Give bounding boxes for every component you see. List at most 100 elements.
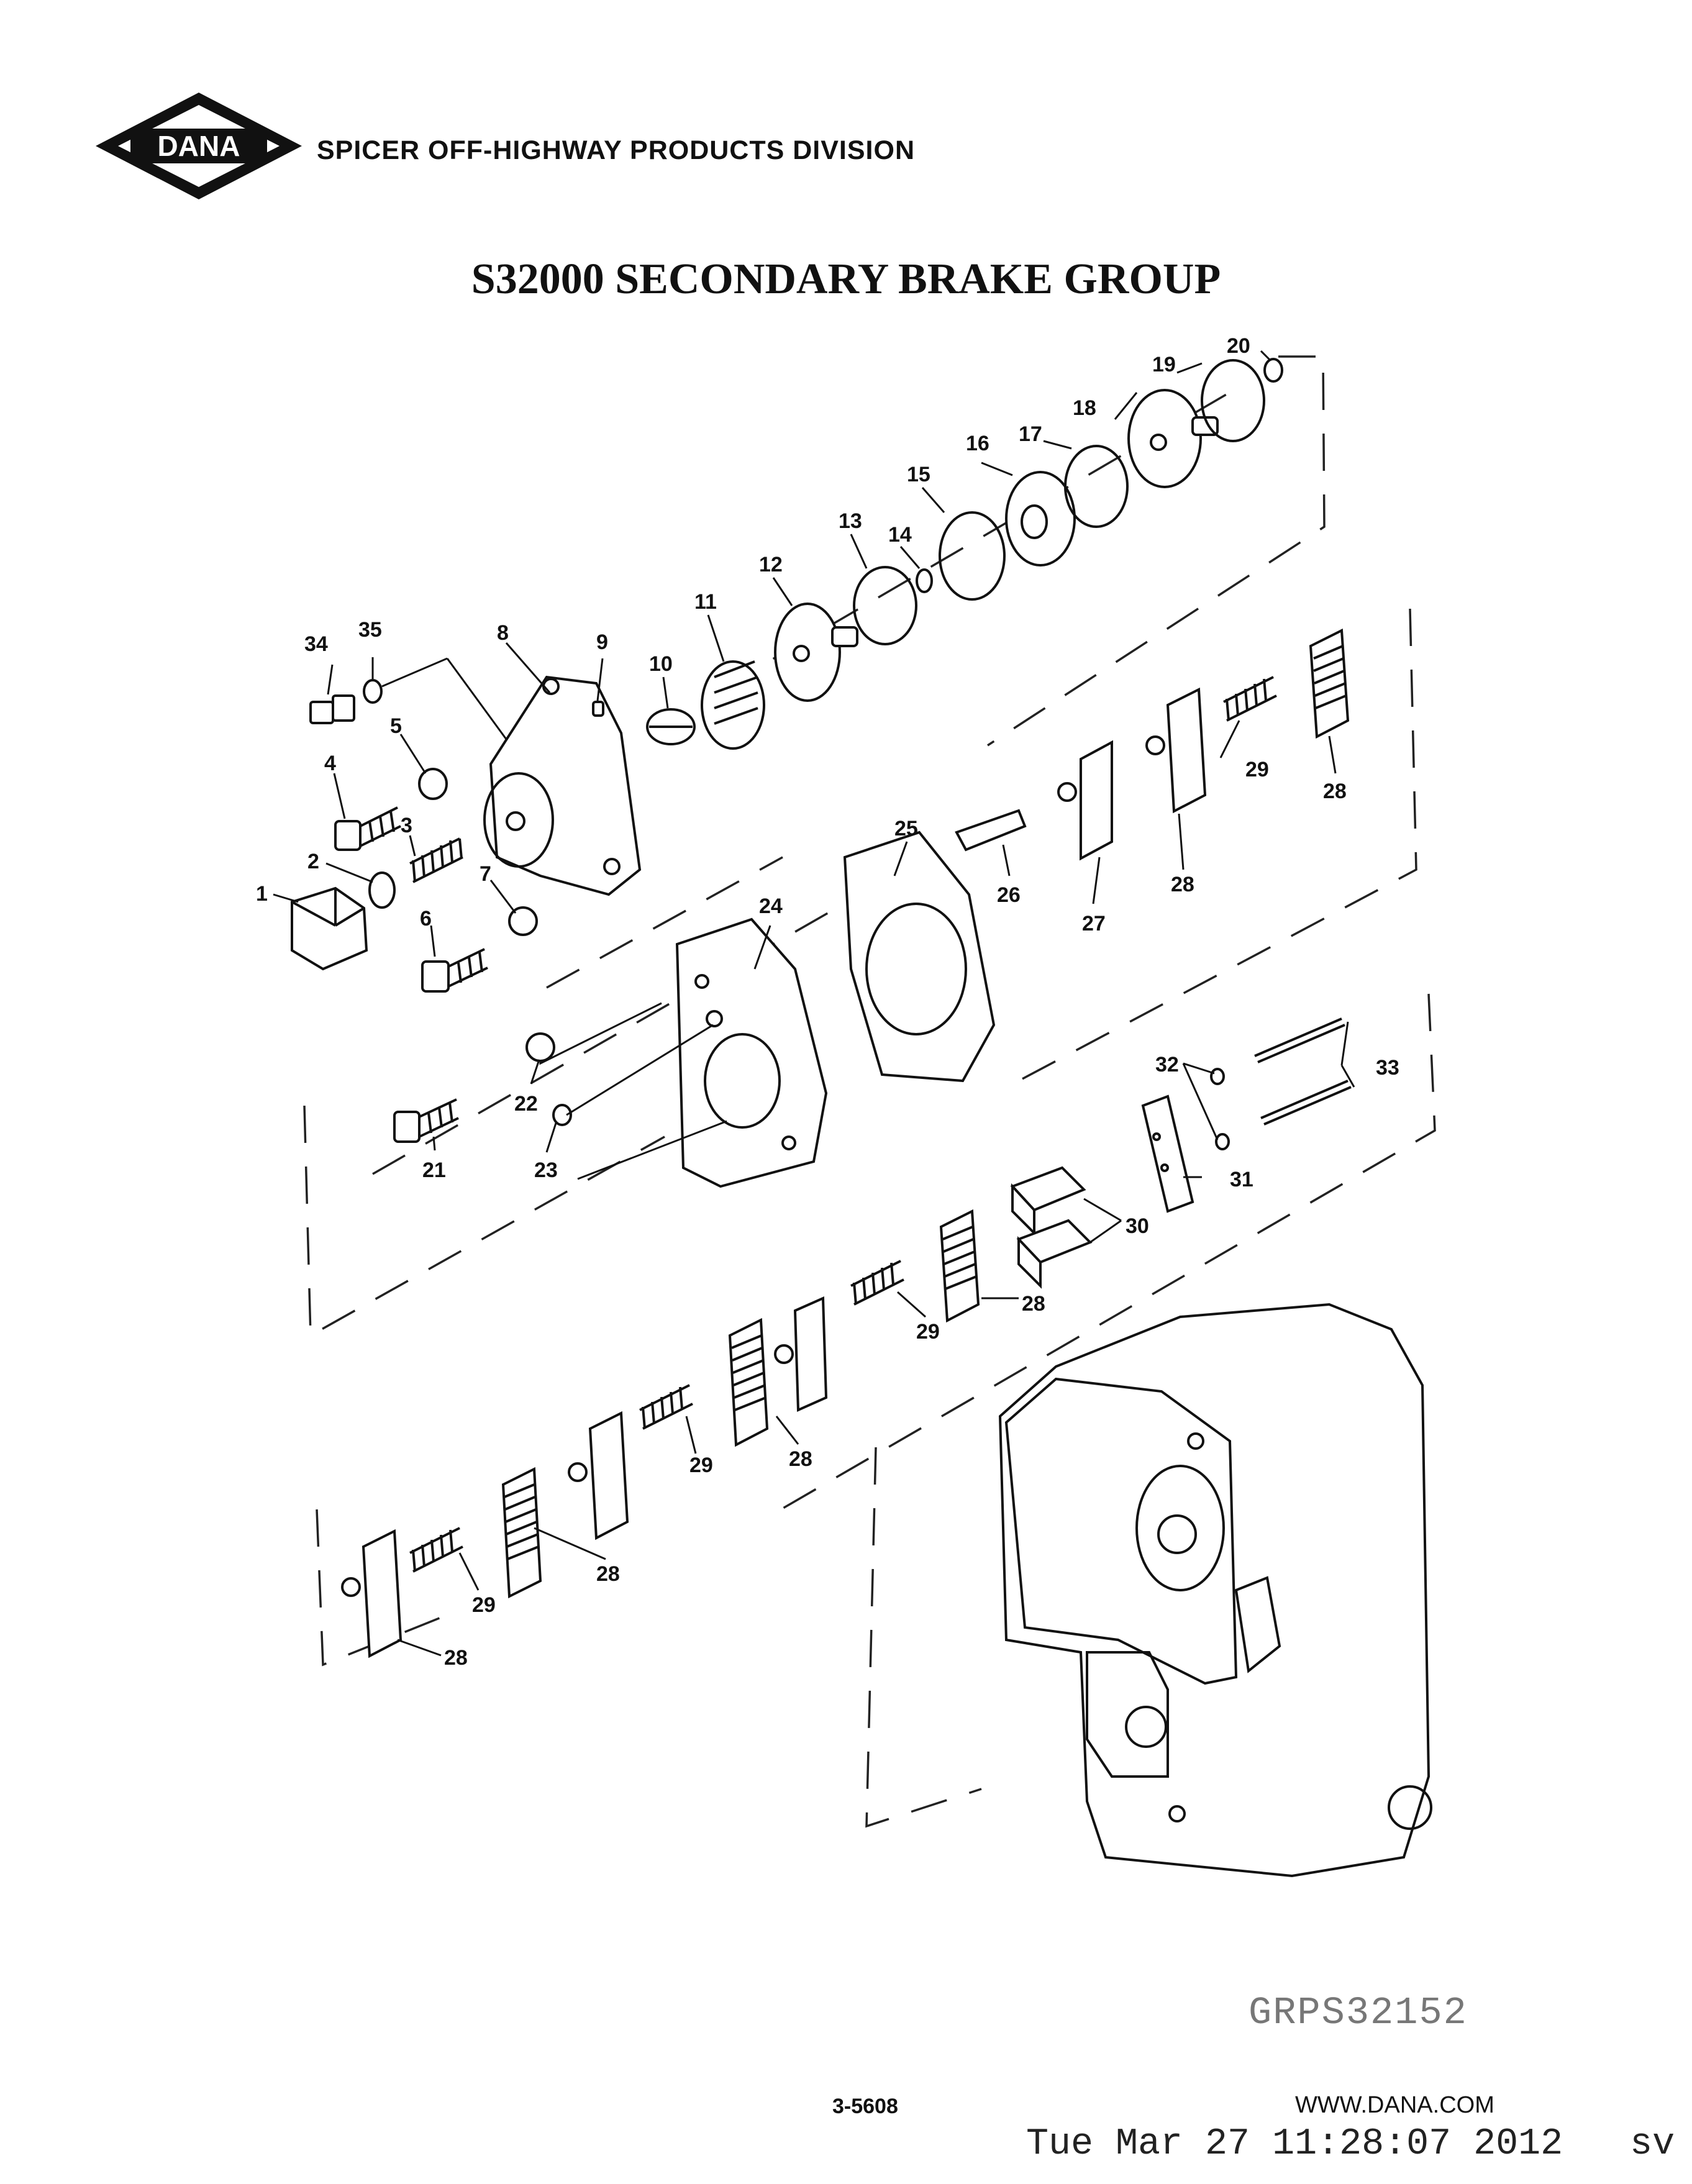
callout-27: 27 [1082,912,1106,935]
part-washer-22 [525,1032,555,1062]
part-spring-29d [409,1527,463,1573]
part-piston-12 [774,603,858,702]
part-bolts-33 [1254,1017,1352,1126]
division-name: SPICER OFF-HIGHWAY PRODUCTS DIVISION [317,135,915,165]
callout-28f: 28 [444,1646,468,1670]
part-piston-16 [1005,471,1076,566]
callout-29a: 29 [1245,758,1269,781]
part-plate-28g [501,1467,542,1599]
part-plate-28b [1309,628,1350,739]
callout-26: 26 [997,883,1021,907]
part-o-ring-13 [853,566,917,645]
part-spring-29c [639,1384,693,1430]
callout-19: 19 [1152,353,1176,376]
callout-7: 7 [480,862,491,886]
callout-10: 10 [649,652,673,676]
callout-29c: 29 [689,1454,713,1477]
callout-24: 24 [759,894,783,918]
part-hex-plug [291,886,368,971]
part-screw-10 [646,708,696,745]
part-plate-28c [939,1209,980,1323]
part-o-ring-35 [363,679,383,704]
part-adapter-24 [675,917,828,1188]
part-bolt-6 [421,948,488,993]
part-washer-32b [1215,1133,1230,1150]
callout-6: 6 [420,907,432,930]
callout-23: 23 [534,1158,558,1182]
website-link[interactable]: WWW.DANA.COM [1295,2092,1494,2118]
callout-28c: 28 [1022,1292,1045,1316]
part-housing-8 [483,675,642,896]
callout-15: 15 [907,463,930,486]
callout-labels: 1 2 3 4 5 6 7 8 9 10 11 12 13 14 15 16 1… [256,334,1399,1670]
part-plate-28h [341,1529,403,1658]
callout-29b: 29 [916,1320,940,1344]
part-o-ring-20 [1263,358,1283,383]
part-o-ring-15 [939,511,1006,601]
callout-28d: 28 [789,1447,812,1471]
part-bolt-21 [393,1098,459,1143]
part-fitting-34 [309,694,355,724]
callout-13: 13 [839,509,862,533]
callout-34: 34 [304,632,328,656]
callout-1: 1 [256,882,268,906]
part-washer-32a [1210,1068,1225,1085]
transmission-housing [998,1303,1432,1878]
part-o-ring-23 [552,1104,572,1126]
callout-8: 8 [497,621,509,645]
part-spring-housing-11 [701,660,765,750]
callout-11: 11 [694,590,717,614]
part-spring-3 [409,837,463,883]
part-plate-27 [1057,740,1113,861]
part-o-ring-2 [368,871,396,909]
callout-35: 35 [358,618,382,642]
callout-3: 3 [401,814,412,837]
callout-22: 22 [514,1092,538,1116]
callout-28b: 28 [1323,780,1347,803]
callout-28e: 28 [596,1562,620,1586]
user-initials: sv [1630,2123,1675,2165]
dana-logo: DANA [96,93,302,199]
print-timestamp: Tue Mar 27 11:28:07 2012 sv [1026,2123,1675,2165]
part-bolt-4 [334,806,401,851]
callout-21: 21 [422,1158,446,1182]
part-spring-29a [1223,676,1277,722]
part-plate-28d [728,1317,769,1447]
callout-30: 30 [1126,1214,1149,1238]
callout-17: 17 [1019,422,1042,446]
callout-14: 14 [888,523,912,547]
callout-18: 18 [1073,396,1096,420]
callout-25: 25 [894,817,918,840]
part-plate-31 [1141,1094,1194,1213]
callout-9: 9 [596,630,608,654]
part-piston-18 [1127,389,1219,488]
part-pin-26 [955,809,1027,852]
part-o-ring-19 [1201,359,1265,442]
callout-31: 31 [1230,1168,1253,1191]
callout-5: 5 [390,714,402,738]
callout-4: 4 [324,752,336,775]
callout-12: 12 [759,553,783,576]
part-gasket-25 [843,830,996,1083]
part-plug-9 [592,701,604,717]
logo-text: DANA [158,130,240,162]
part-o-ring-14 [916,568,933,593]
part-washer-7 [508,906,538,936]
callout-20: 20 [1227,334,1250,358]
part-plate-28e [774,1296,828,1413]
part-seal-17 [1064,445,1129,528]
callout-29d: 29 [472,1593,496,1617]
part-plate-28f [568,1411,629,1540]
callout-16: 16 [966,432,989,455]
callout-33: 33 [1376,1056,1399,1080]
leader-lines [273,350,1355,1657]
callout-28a: 28 [1171,873,1194,896]
callout-32: 32 [1155,1053,1179,1076]
part-blocks-30 [1010,1166,1093,1289]
part-spring-29b [850,1260,904,1306]
part-washer-5 [418,768,448,800]
callout-2: 2 [307,850,319,873]
part-plate-28a [1145,687,1207,814]
page-number: 3-5608 [832,2095,898,2118]
